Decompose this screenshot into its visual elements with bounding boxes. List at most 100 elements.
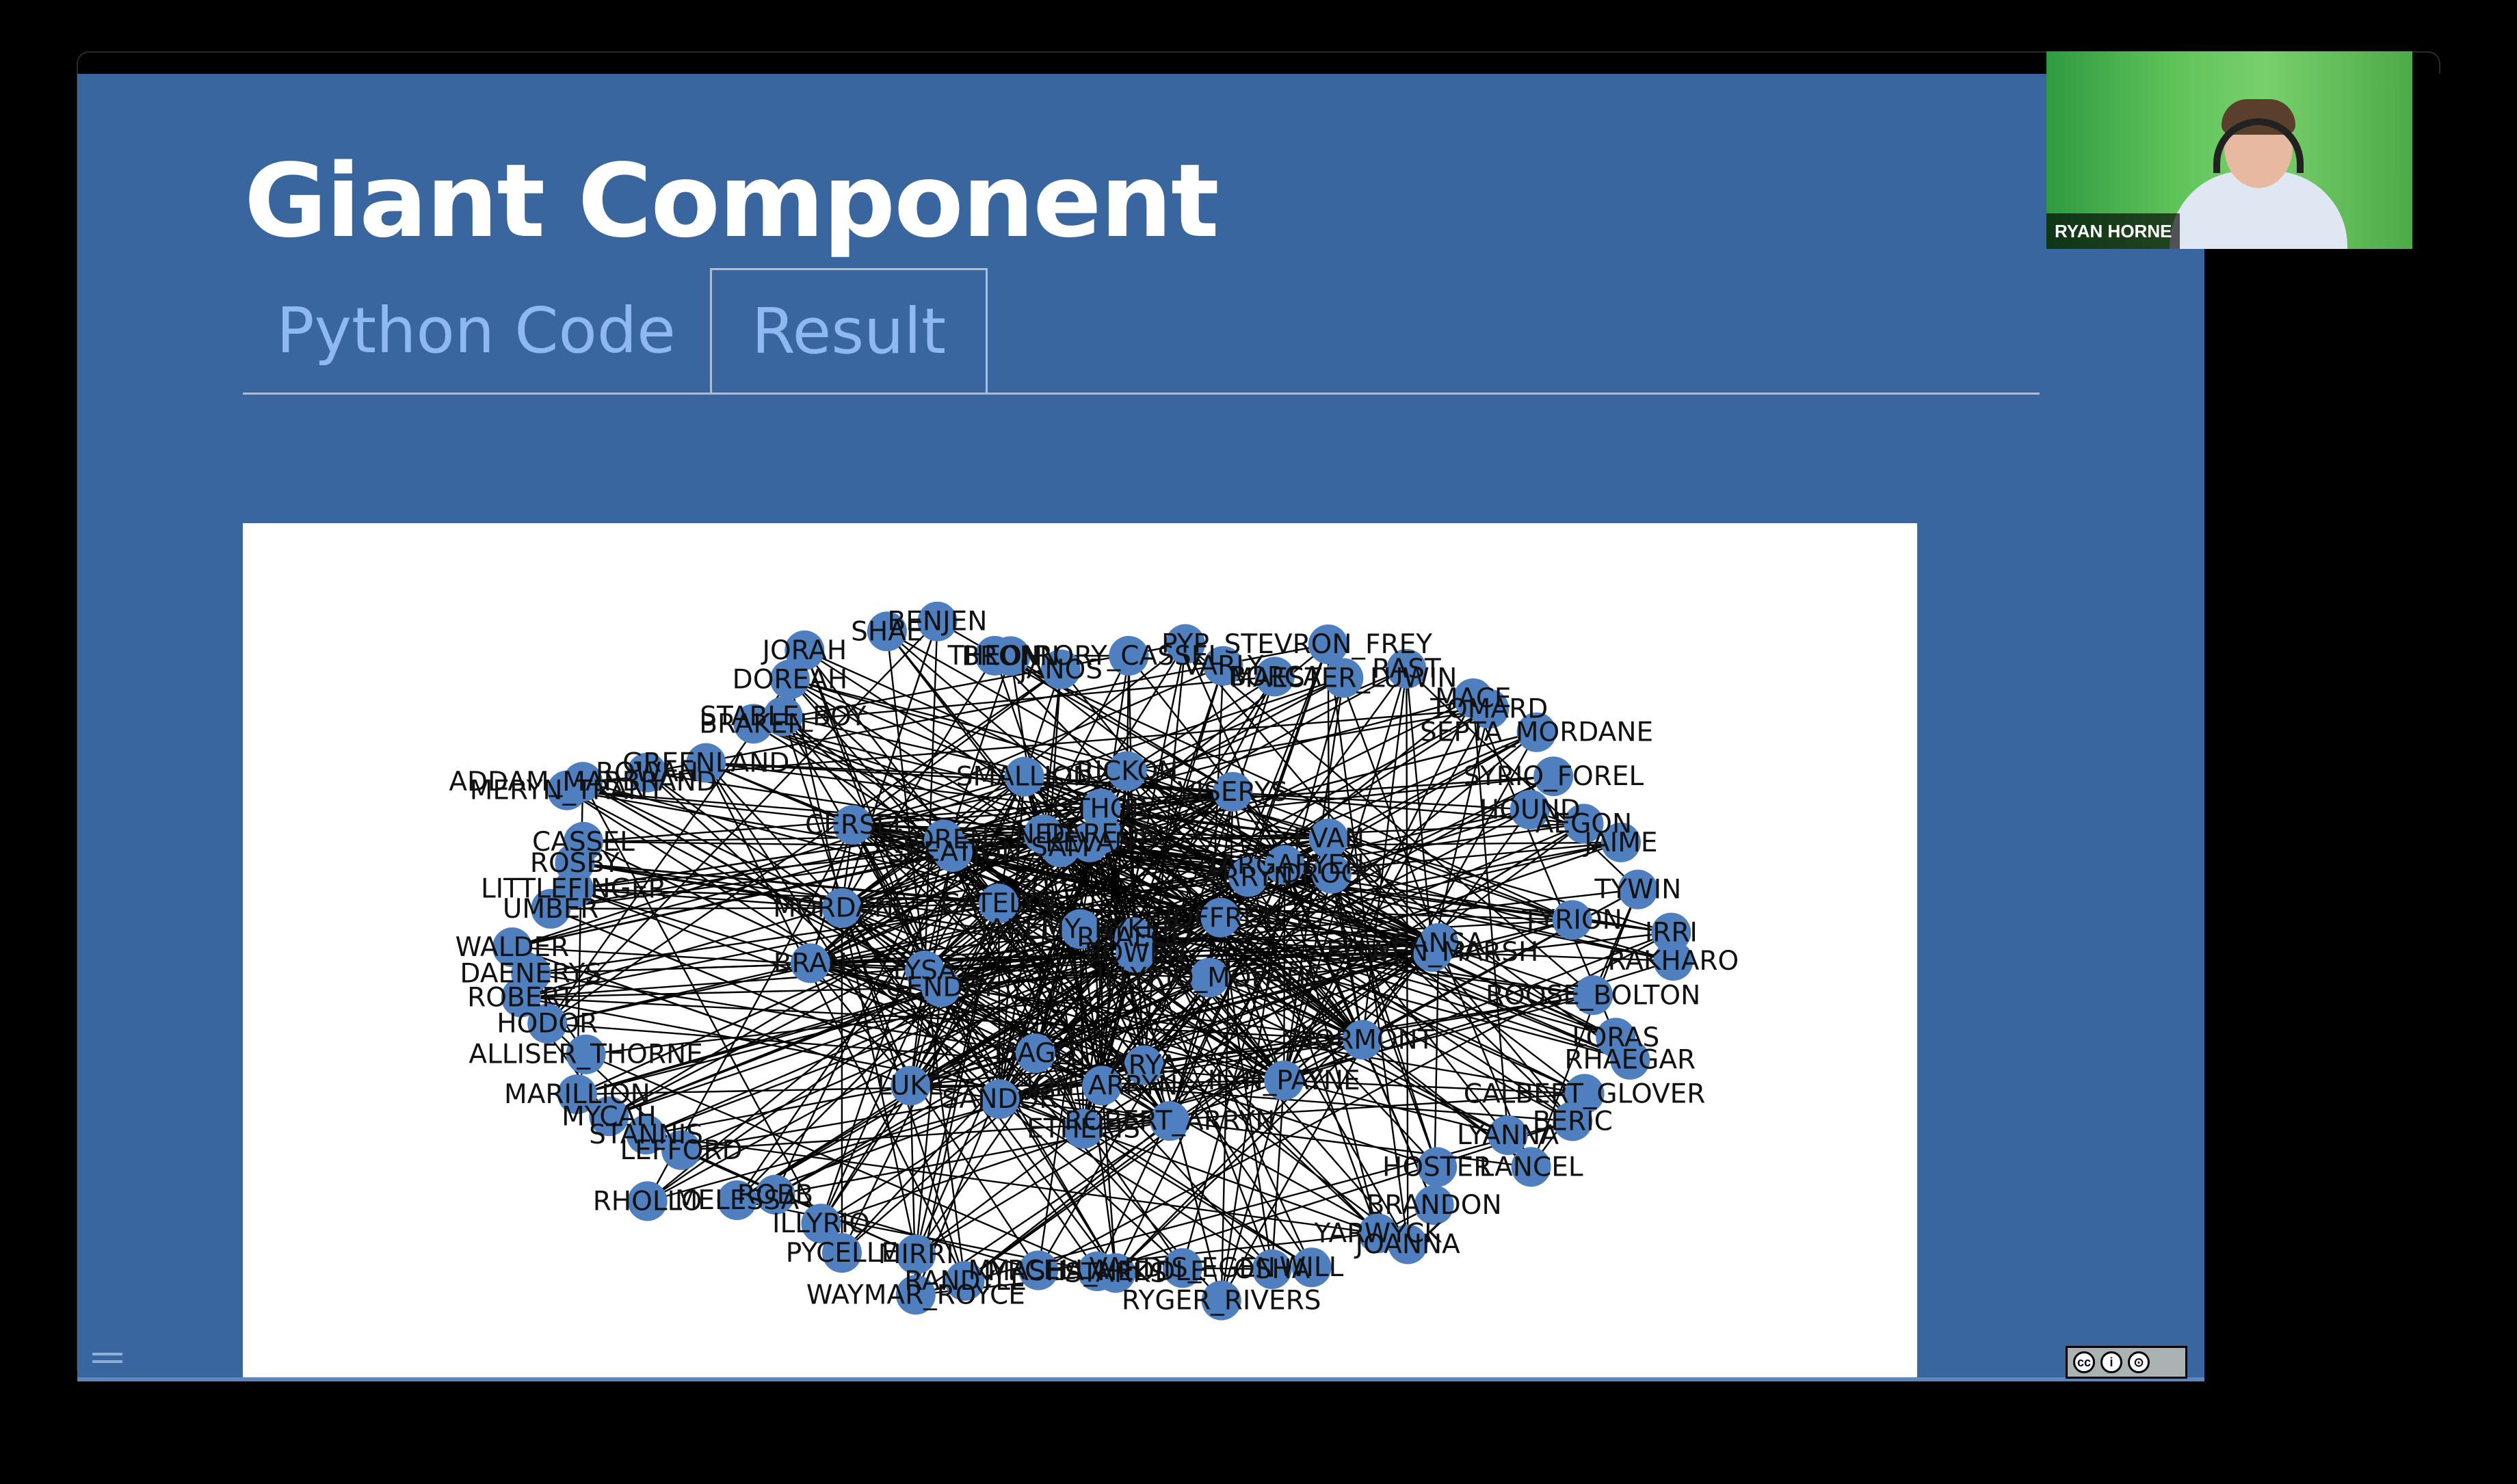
graph-edge — [841, 907, 912, 1086]
graph-edge — [852, 824, 1081, 930]
graph-node-label: RHOLLO — [593, 1186, 702, 1217]
graph-node — [1469, 689, 1510, 729]
graph-node — [661, 1130, 702, 1170]
graph-edge — [573, 808, 1101, 890]
graph-node — [1116, 933, 1156, 973]
graph-edge — [886, 631, 926, 971]
graph-edge — [923, 970, 966, 1282]
graph-edge — [1248, 876, 1364, 1041]
participant-name-label: RYAN HORNE — [2046, 213, 2180, 249]
graph-edge — [705, 762, 843, 909]
graph-edge — [852, 665, 1224, 826]
graph-node — [1150, 1101, 1190, 1141]
tab-python-code[interactable]: Python Code — [276, 293, 676, 367]
graph-node — [1311, 853, 1352, 894]
graph-node-label: ALLISER_THORNE — [469, 1039, 702, 1070]
graph-node-label: ARYA — [1110, 1050, 1178, 1081]
graph-edge — [1220, 841, 1622, 919]
graph-node-label: LANCEL — [1479, 1152, 1583, 1182]
graph-edge — [1089, 841, 1363, 1041]
graph-edge — [1361, 668, 1408, 1040]
graph-edge — [952, 851, 1433, 953]
graph-node-label: RAST — [1372, 654, 1441, 685]
graph-node — [945, 1261, 985, 1301]
graph-node-label: HOUND — [1479, 795, 1581, 825]
graph-edge — [810, 838, 945, 964]
graph-node — [1201, 1280, 1241, 1321]
graph-node — [1516, 712, 1557, 752]
graph-edge — [964, 1120, 1171, 1282]
graph-node — [1203, 646, 1243, 686]
graph-node — [932, 832, 973, 872]
graph-edge — [1406, 668, 1639, 890]
graph-node — [821, 888, 862, 928]
tab-result[interactable]: Result — [710, 268, 988, 393]
graph-edge — [520, 952, 1136, 998]
graph-node — [1060, 909, 1101, 949]
graph-node-label: ILLYRIO — [772, 1208, 870, 1239]
graph-node — [557, 1074, 597, 1115]
graph-node-label: OSHA — [1234, 1254, 1310, 1285]
graph-node-label: CALBERT_GLOVER — [1464, 1078, 1706, 1109]
graph-node — [1553, 1101, 1593, 1141]
graph-node-label: RAKHARO — [1608, 946, 1739, 977]
graph-edge — [1134, 936, 1433, 953]
graph-node-label: VARDIS_EGEN — [1090, 1253, 1276, 1284]
graph-node — [627, 752, 667, 793]
share-alike-icon: ⊙ — [2128, 1351, 2150, 1373]
graph-node-label: MYCAH — [562, 1101, 657, 1132]
graph-edge — [577, 1079, 1284, 1096]
graph-node — [1291, 1247, 1332, 1288]
graph-node — [1041, 649, 1081, 689]
participant-video[interactable]: RYAN HORNE — [2046, 51, 2412, 249]
graph-node — [563, 762, 603, 802]
graph-edge — [1283, 931, 1672, 1082]
graph-node-label: CERSEI — [805, 810, 901, 840]
graph-edge — [705, 763, 1040, 1271]
graph-edge — [999, 952, 1136, 1100]
graph-node — [1109, 635, 1149, 676]
graph-edge — [512, 946, 911, 1087]
graph-edge — [1089, 842, 1285, 1081]
graph-edge — [1327, 644, 1409, 1245]
graph-node-label: SAM — [1031, 832, 1090, 863]
graph-edge — [646, 1085, 911, 1136]
graph-node-label: SHAE — [851, 616, 923, 647]
graph-edge — [952, 677, 1344, 853]
graph-node-label: MELESSA — [675, 1185, 800, 1216]
graph-node — [1510, 789, 1550, 830]
graph-node-label: EVAN — [1293, 823, 1365, 854]
graph-node — [1308, 818, 1349, 858]
graph-nodes — [492, 601, 1694, 1321]
graph-edge — [531, 972, 1036, 1055]
graph-node-label: ROBB — [737, 1180, 813, 1210]
graph-node-label: BRAN — [774, 948, 847, 979]
graph-node-label: PYCELLE — [786, 1238, 898, 1269]
graph-node-label: PYP — [1161, 629, 1209, 660]
graph-node — [566, 1034, 606, 1074]
graph-node-label: TYRION — [1522, 905, 1622, 936]
graph-node-label: BENJEN — [888, 607, 988, 637]
graph-edge — [1038, 977, 1211, 1271]
graph-node — [1564, 804, 1604, 844]
graph-edge — [582, 781, 843, 909]
graph-edge — [804, 650, 1171, 1122]
graph-edge — [924, 791, 1233, 972]
menu-icon[interactable] — [92, 1353, 122, 1372]
graph-node — [627, 1181, 668, 1221]
graph-node-label: DAENERYS — [460, 959, 602, 990]
graph-edge — [1059, 847, 1363, 1041]
graph-edge — [1101, 953, 1137, 1086]
network-graph-svg: RAKHAROROOSE_BOLTONLORASRHAEGARCALBERT_G… — [449, 601, 1739, 1321]
graph-node — [1264, 1060, 1304, 1100]
graph-node-label: SEPTA_MORDANE — [1420, 717, 1653, 748]
graph-edge — [1331, 808, 1531, 875]
graph-node — [1533, 756, 1574, 797]
graph-node-label: NED — [1015, 819, 1072, 850]
graph-node — [1651, 912, 1691, 953]
graph-node — [1124, 1045, 1164, 1085]
presentation-slide: Giant Component Python Code Result RAKHA… — [77, 74, 2204, 1381]
graph-edge — [1035, 977, 1210, 1055]
graph-edge — [646, 1134, 1378, 1234]
graph-node-label: BOWEN_MARSH — [1326, 937, 1538, 968]
